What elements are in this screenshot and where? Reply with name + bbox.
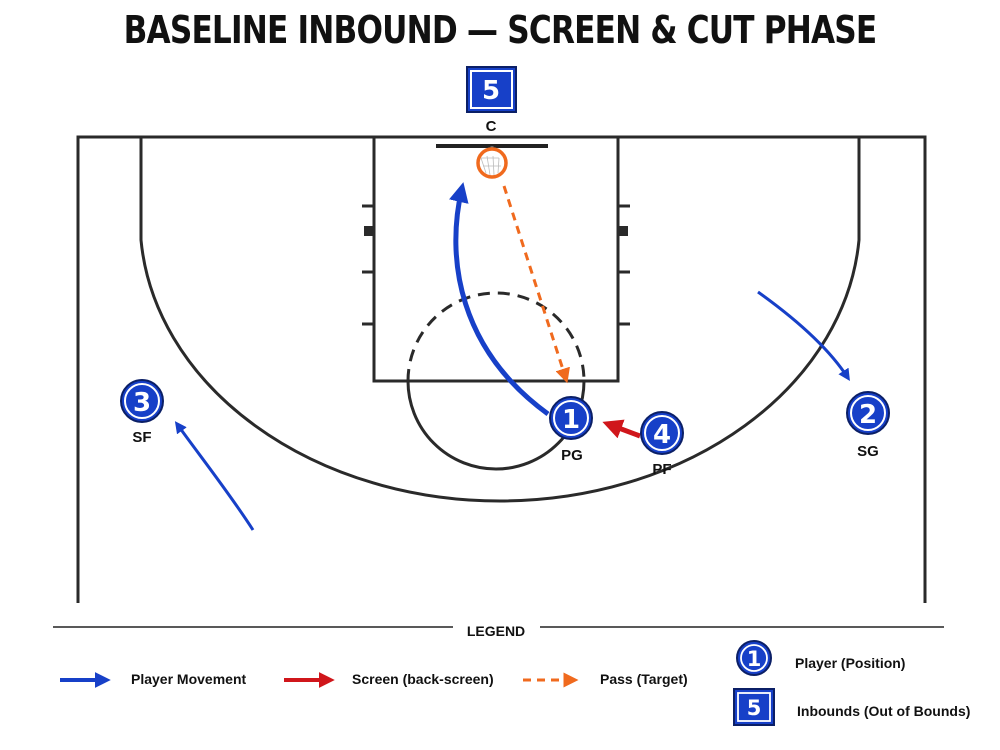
player-pg: 1 PG [549,396,593,464]
player-sf: 3 SF [120,379,164,446]
pg-position: PG [561,447,583,464]
sg-position: SG [857,443,879,460]
legend: LEGEND Player Movement Screen (back-scre… [53,623,970,726]
pass-arrow [502,185,570,384]
free-throw-circle-upper [406,291,586,382]
sf-position: SF [132,429,151,446]
pg-number: 1 [562,405,580,435]
inbounder-position: C [486,118,497,135]
inbounder-number: 5 [482,76,500,106]
rim [476,147,508,179]
legend-inbound-label: Inbounds (Out of Bounds) [797,703,970,719]
legend-player-number: 1 [747,647,762,671]
legend-movement-label: Player Movement [131,671,246,687]
legend-player-symbol: 1 [736,640,772,676]
player-pf: 4 PF [640,411,684,478]
legend-inbound-symbol: 5 [733,688,775,726]
sg-number: 2 [859,400,877,430]
pf-number: 4 [653,420,671,450]
pg-cut-arrow [449,182,550,417]
lane-hash-marks [362,204,630,326]
diagram-title: BASELINE INBOUND — SCREEN & CUT PHASE [123,8,878,52]
legend-heading: LEGEND [467,623,525,639]
sf-number: 3 [133,388,151,418]
basket [436,144,548,179]
sf-movement-arrow [174,421,255,531]
pf-position: PF [652,461,671,478]
three-point-line [139,137,861,503]
pf-screen-arrow [602,419,641,439]
half-court [76,135,927,603]
legend-screen-label: Screen (back-screen) [352,671,494,687]
lane-block-right [618,226,628,236]
lane-block-left [364,226,374,236]
legend-pass-label: Pass (Target) [600,671,688,687]
player-sg: 2 SG [846,391,890,460]
legend-inbound-number: 5 [747,696,762,720]
sg-movement-arrow [757,290,850,382]
paint-lane [372,135,620,383]
net [480,155,501,176]
player-inbounder: 5 C [466,66,517,135]
legend-player-label: Player (Position) [795,655,905,671]
